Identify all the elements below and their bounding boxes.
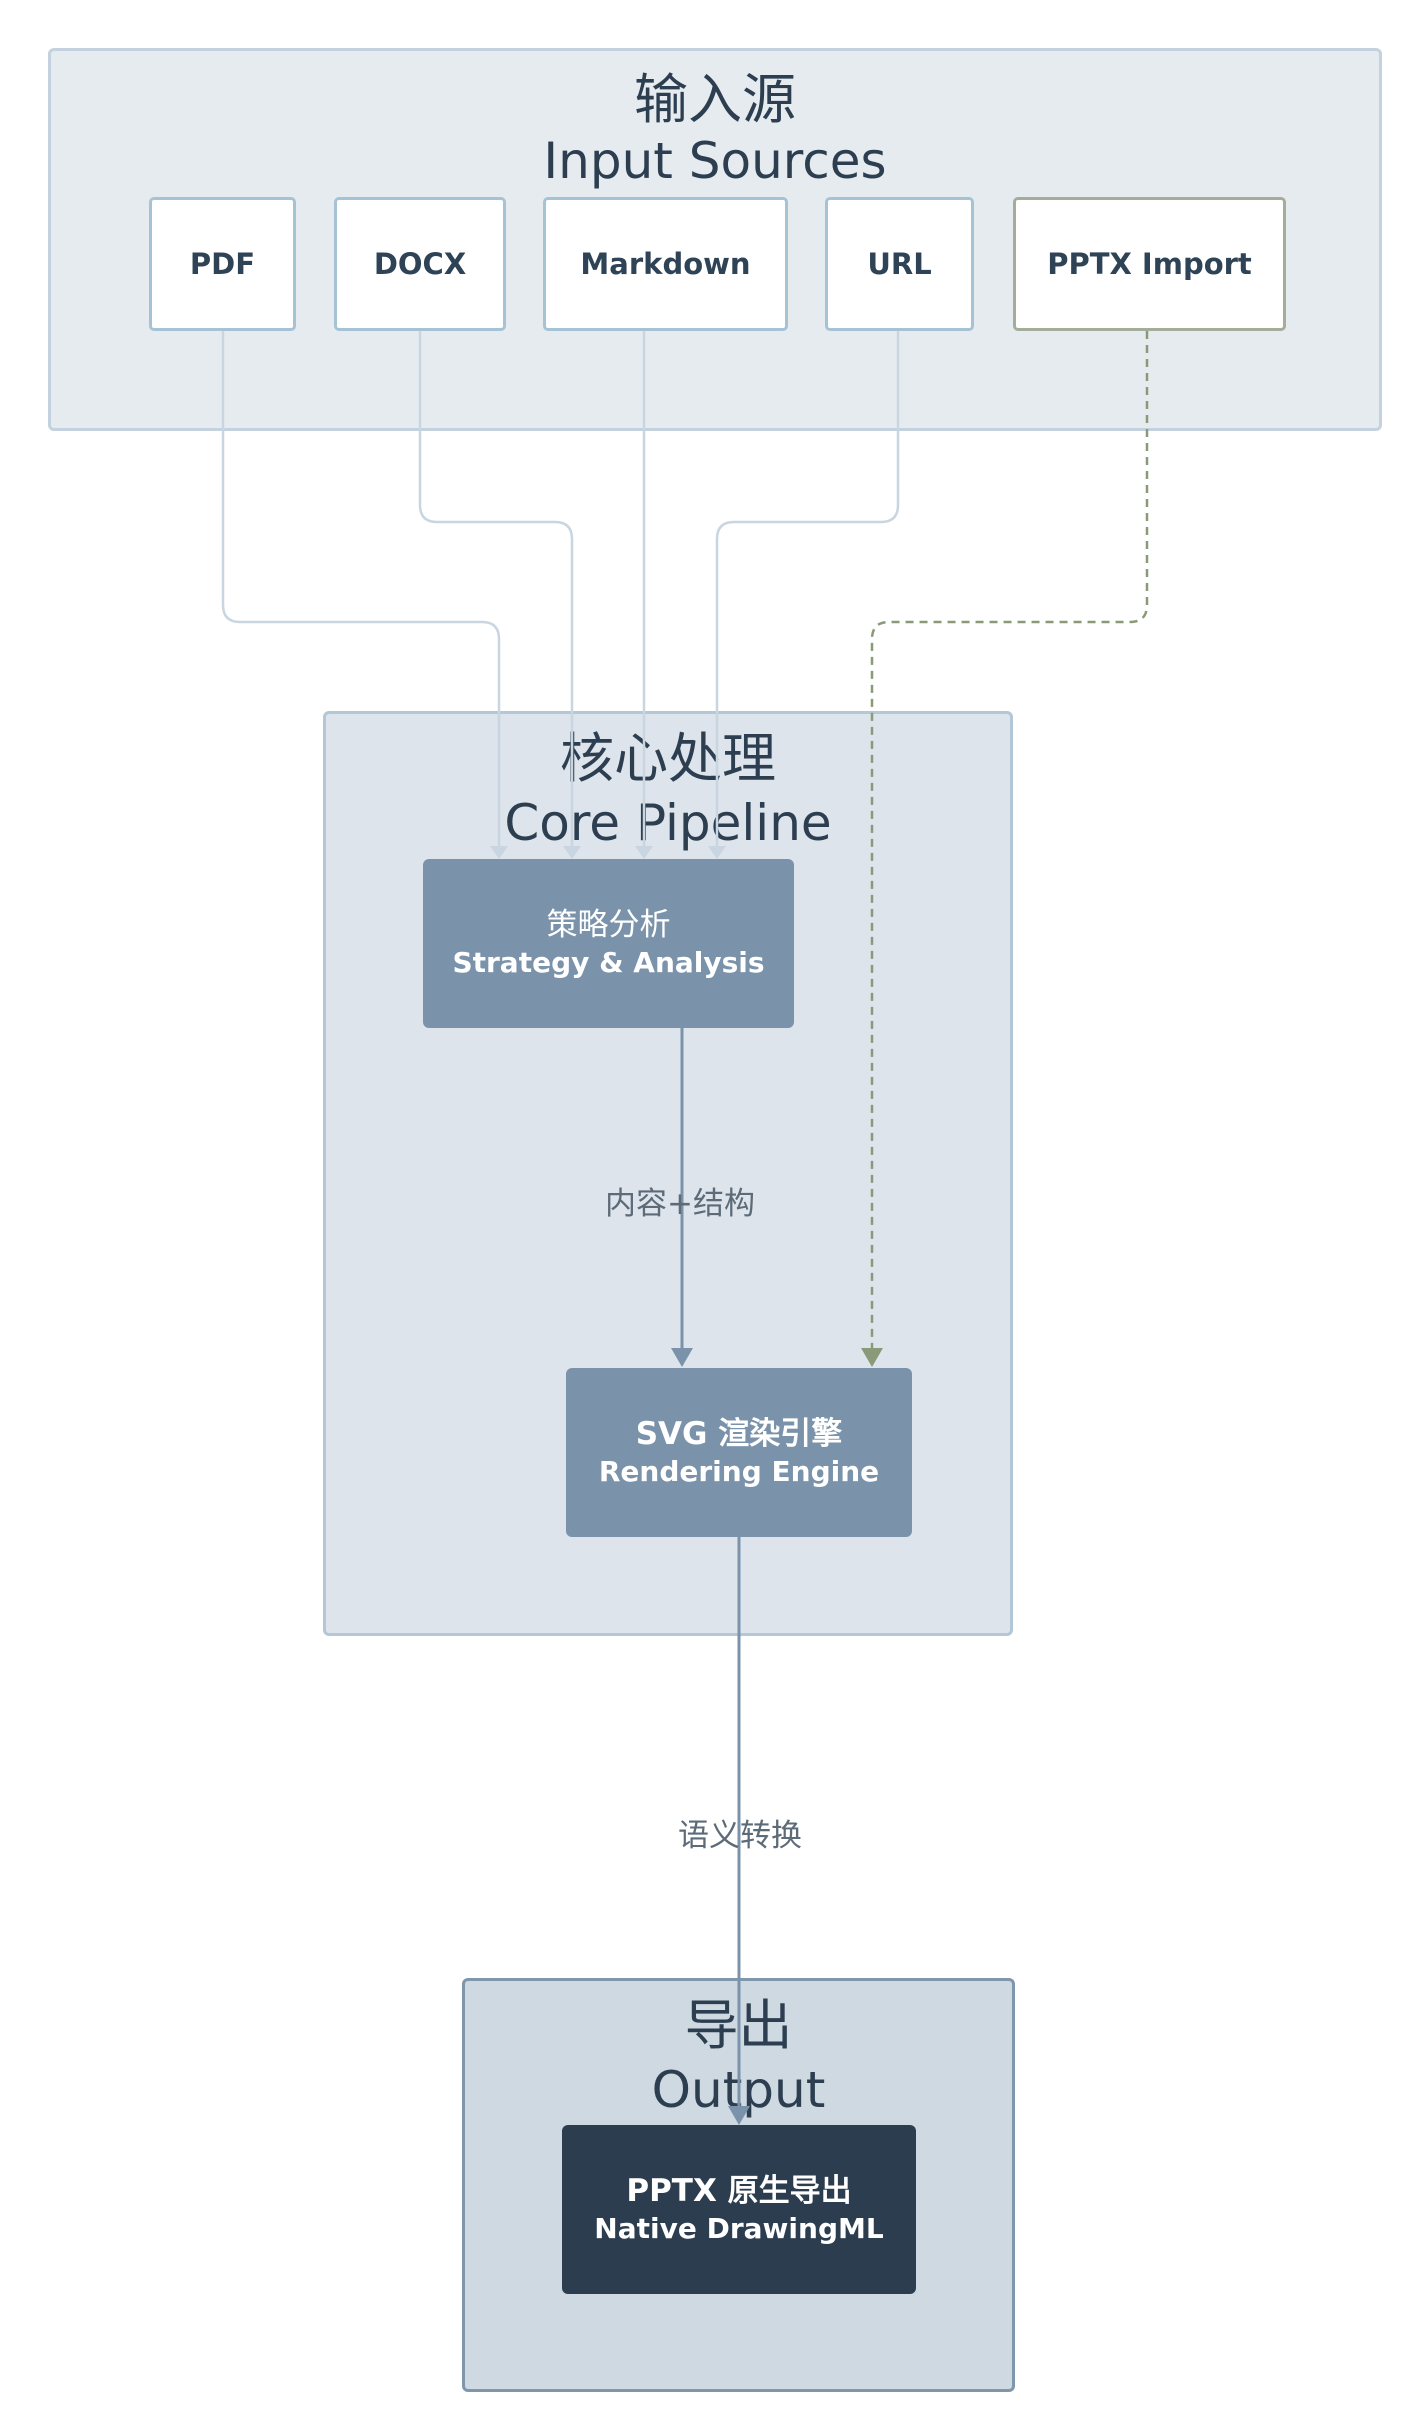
- pptx-export-label-zh: PPTX 原生导出: [626, 2172, 852, 2209]
- rendering-engine-label-en: Rendering Engine: [598, 1454, 880, 1488]
- output-title-en: Output: [651, 2061, 826, 2119]
- input-sources-title-en: Input Sources: [543, 132, 887, 190]
- source-url: URL: [825, 197, 974, 331]
- pptx-export-node: PPTX 原生导出 Native DrawingML: [562, 2125, 916, 2294]
- source-docx: DOCX: [334, 197, 506, 331]
- edge-label-semantic-conversion: 语义转换: [678, 1818, 802, 1854]
- core-pipeline-title-en: Core Pipeline: [504, 794, 832, 852]
- rendering-engine-label-zh: SVG 渲染引擎: [635, 1415, 843, 1452]
- output-title-zh: 导出: [684, 1994, 793, 2057]
- source-pptx-import: PPTX Import: [1013, 197, 1286, 331]
- core-pipeline-title-zh: 核心处理: [560, 727, 776, 790]
- source-pdf: PDF: [149, 197, 296, 331]
- source-markdown: Markdown: [543, 197, 788, 331]
- pptx-export-label-en: Native DrawingML: [594, 2211, 884, 2245]
- strategy-analysis-label-zh: 策略分析: [546, 906, 671, 943]
- rendering-engine-node: SVG 渲染引擎 Rendering Engine: [566, 1368, 912, 1537]
- strategy-analysis-node: 策略分析 Strategy & Analysis: [423, 859, 794, 1028]
- input-sources-title-zh: 输入源: [634, 68, 796, 131]
- edge-label-content-structure: 内容+结构: [605, 1186, 755, 1222]
- strategy-analysis-label-en: Strategy & Analysis: [452, 945, 765, 979]
